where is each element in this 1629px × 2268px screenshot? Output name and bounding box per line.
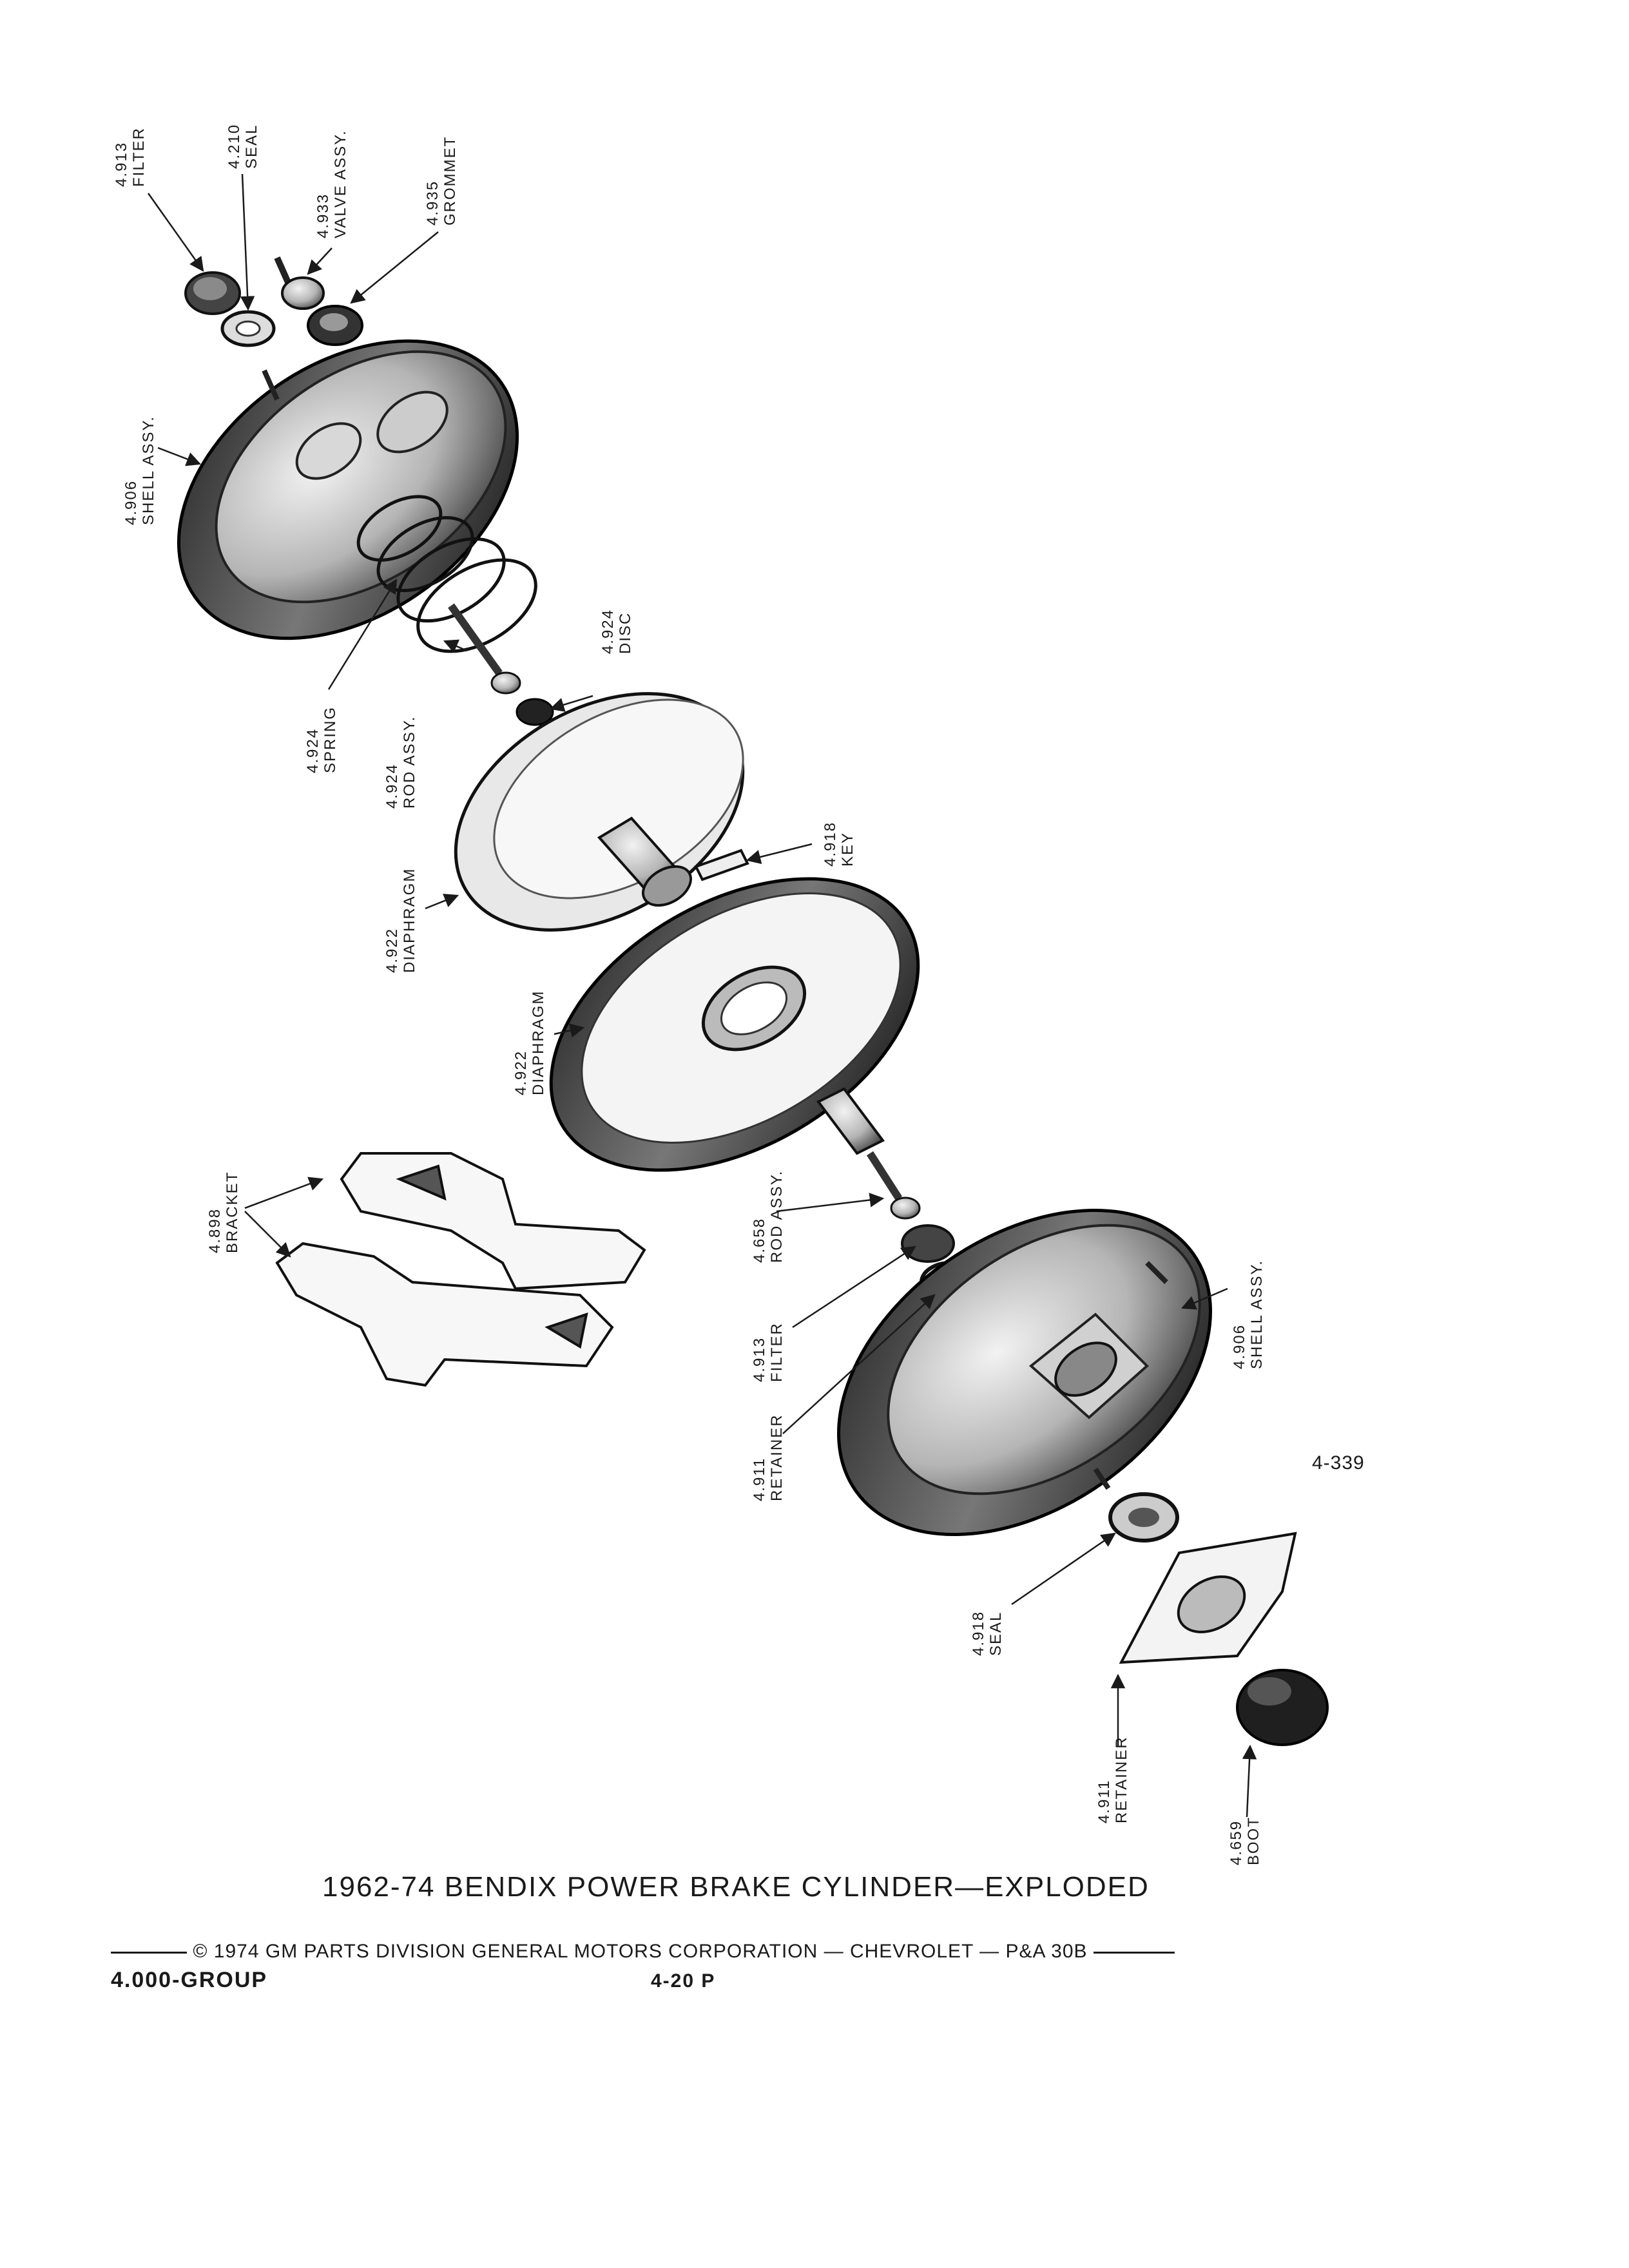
bracket-part bbox=[275, 1152, 646, 1387]
retainer-lower-part bbox=[1119, 1532, 1297, 1664]
rod-assy-lower-part bbox=[816, 1087, 921, 1220]
footer-rule-right bbox=[1093, 1951, 1175, 1954]
spring-part bbox=[356, 495, 537, 653]
copyright-text: © 1974 GM PARTS DIVISION GENERAL MOTORS … bbox=[193, 1941, 1088, 1962]
rear-shell-part bbox=[837, 1208, 1212, 1537]
disc-part bbox=[516, 698, 554, 726]
footer-rule-left bbox=[111, 1951, 187, 1954]
filter-top-part bbox=[184, 271, 241, 315]
figure-caption: 1962-74 BENDIX POWER BRAKE CYLINDER—EXPL… bbox=[322, 1871, 1150, 1903]
rod-assy-upper-part bbox=[448, 603, 521, 695]
figure-code: 4-339 bbox=[1312, 1452, 1365, 1474]
filter-lower-part bbox=[901, 1224, 955, 1263]
group-number: 4.000-GROUP bbox=[111, 1968, 268, 1992]
front-shell-part bbox=[177, 339, 519, 640]
grommet-part bbox=[307, 305, 363, 346]
seal-lower-part bbox=[1108, 1492, 1179, 1542]
leader-lines bbox=[147, 173, 1257, 1818]
valve-assy-part bbox=[274, 256, 325, 310]
seal-top-part bbox=[220, 310, 276, 347]
copyright-line: © 1974 GM PARTS DIVISION GENERAL MOTORS … bbox=[111, 1941, 1175, 1963]
upper-diaphragm-part bbox=[454, 692, 745, 932]
page-number: 4-20 P bbox=[651, 1970, 716, 1992]
boot-part bbox=[1236, 1669, 1329, 1746]
